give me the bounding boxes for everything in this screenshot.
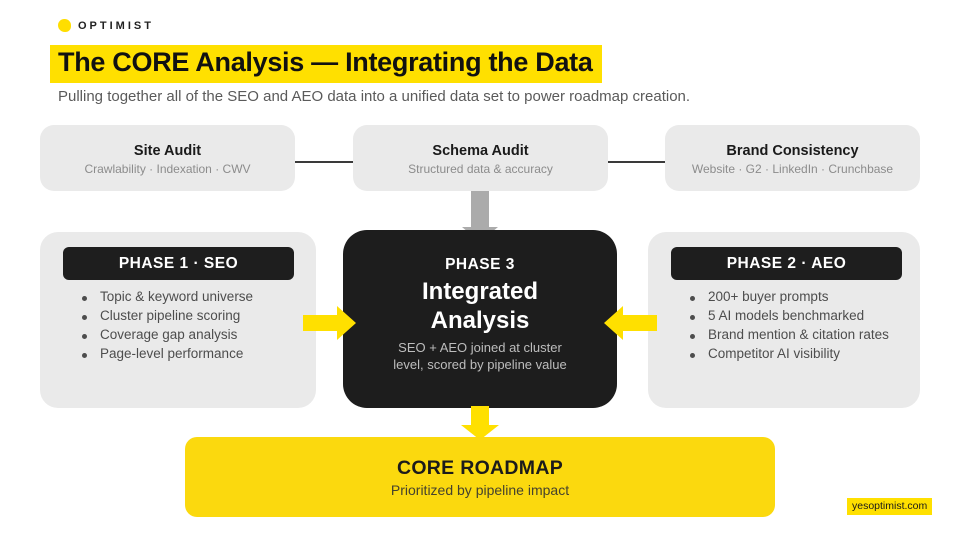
bullet-text: Topic & keyword universe	[100, 289, 254, 304]
list-item: 5 AI models benchmarked	[648, 309, 920, 323]
phase1-bullet-list: Topic & keyword universe Cluster pipelin…	[40, 290, 316, 366]
gray-down-arrow-icon	[462, 191, 498, 242]
list-item: Coverage gap analysis	[40, 328, 316, 342]
logo-text: OPTIMIST	[78, 19, 154, 32]
yellow-left-arrow-icon	[604, 306, 657, 340]
page-title: The CORE Analysis — Integrating the Data	[50, 45, 602, 83]
bullet-dot-icon	[82, 334, 87, 339]
source-title: Brand Consistency	[726, 142, 859, 159]
phase2-aeo-box: PHASE 2 · AEO 200+ buyer prompts 5 AI mo…	[648, 232, 920, 408]
source-title: Schema Audit	[432, 142, 529, 159]
bullet-dot-icon	[690, 334, 695, 339]
source-box-brand-consistency: Brand Consistency Website · G2 · LinkedI…	[665, 125, 920, 191]
bullet-text: Competitor AI visibility	[708, 346, 841, 361]
source-subtitle: Website · G2 · LinkedIn · Crunchbase	[691, 161, 894, 176]
roadmap-subtitle: Prioritized by pipeline impact	[390, 481, 570, 498]
list-item: Topic & keyword universe	[40, 290, 316, 304]
page-subtitle: Pulling together all of the SEO and AEO …	[58, 88, 691, 105]
phase1-seo-box: PHASE 1 · SEO Topic & keyword universe C…	[40, 232, 316, 408]
logo-dot-icon	[58, 19, 71, 32]
bullet-text: Coverage gap analysis	[100, 327, 238, 342]
source-title: Site Audit	[133, 142, 202, 159]
optimist-logo: OPTIMIST	[58, 19, 154, 32]
bullet-dot-icon	[82, 315, 87, 320]
bullet-text: Brand mention & citation rates	[708, 327, 889, 342]
phase3-integrated-analysis-box: PHASE 3 Integrated Analysis SEO + AEO jo…	[343, 230, 617, 408]
source-subtitle: Crawlability · Indexation · CWV	[84, 161, 251, 176]
phase1-header: PHASE 1 · SEO	[63, 247, 294, 280]
source-box-site-audit: Site Audit Crawlability · Indexation · C…	[40, 125, 295, 191]
core-roadmap-box: CORE ROADMAP Prioritized by pipeline imp…	[185, 437, 775, 517]
website-badge: yesoptimist.com	[847, 498, 933, 515]
roadmap-title: CORE ROADMAP	[396, 456, 564, 479]
list-item: Cluster pipeline scoring	[40, 309, 316, 323]
bullet-dot-icon	[82, 353, 87, 358]
list-item: Brand mention & citation rates	[648, 328, 920, 342]
phase2-bullet-list: 200+ buyer prompts 5 AI models benchmark…	[648, 290, 920, 366]
list-item: 200+ buyer prompts	[648, 290, 920, 304]
bullet-dot-icon	[82, 296, 87, 301]
phase2-header: PHASE 2 · AEO	[671, 247, 902, 280]
phase3-label: PHASE 3	[445, 256, 515, 273]
bullet-text: Page-level performance	[100, 346, 244, 361]
connector-line-left	[295, 161, 353, 163]
bullet-dot-icon	[690, 315, 695, 320]
bullet-text: 200+ buyer prompts	[708, 289, 829, 304]
list-item: Page-level performance	[40, 347, 316, 361]
source-box-schema-audit: Schema Audit Structured data & accuracy	[353, 125, 608, 191]
list-item: Competitor AI visibility	[648, 347, 920, 361]
source-subtitle: Structured data & accuracy	[408, 161, 553, 176]
yellow-down-arrow-icon	[461, 406, 499, 440]
phase3-description: SEO + AEO joined at cluster level, score…	[393, 340, 567, 372]
phase3-title: Integrated Analysis	[421, 278, 538, 334]
bullet-text: 5 AI models benchmarked	[708, 308, 865, 323]
bullet-text: Cluster pipeline scoring	[100, 308, 241, 323]
bullet-dot-icon	[690, 353, 695, 358]
connector-line-right	[608, 161, 665, 163]
yellow-right-arrow-icon	[303, 306, 356, 340]
bullet-dot-icon	[690, 296, 695, 301]
